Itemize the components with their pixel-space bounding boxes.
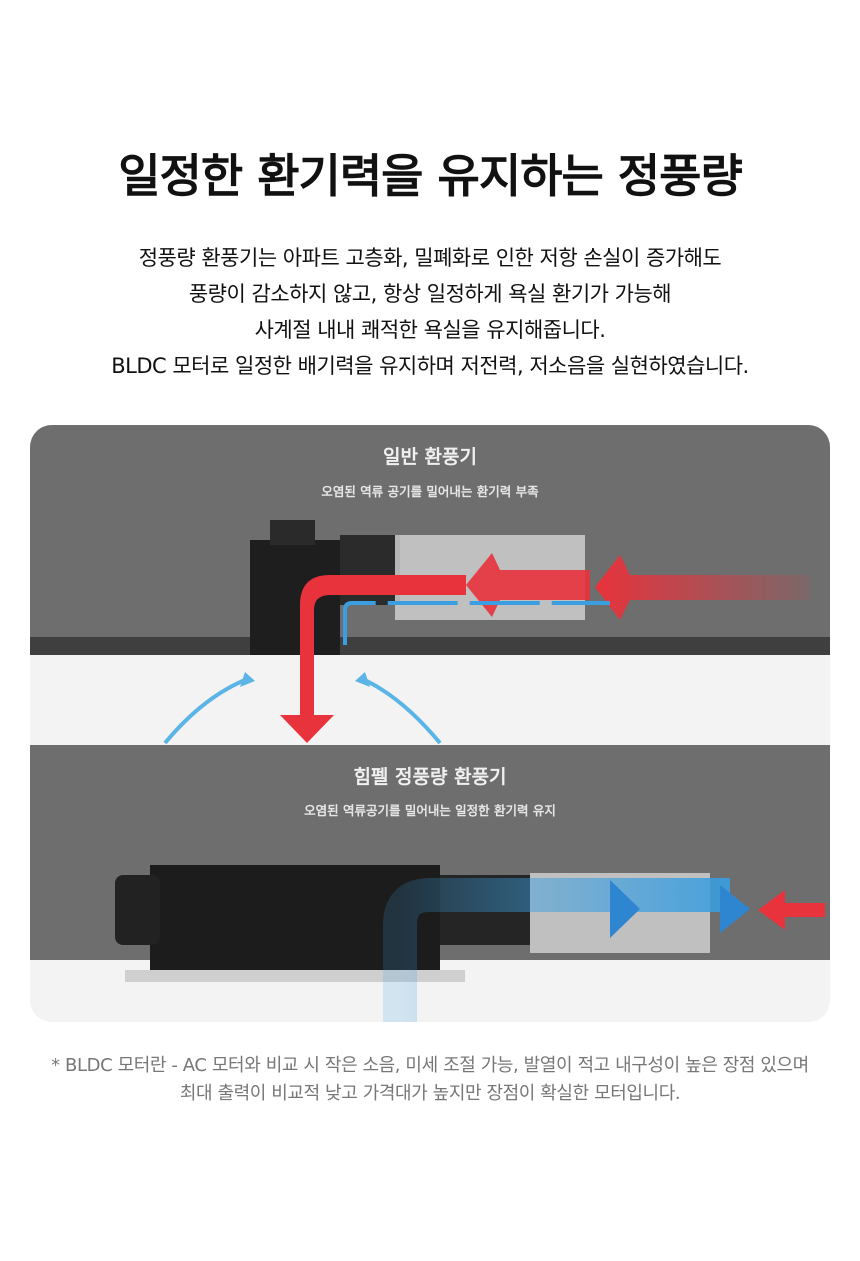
illustration-graphic — [30, 425, 830, 1022]
description-line: 풍량이 감소하지 않고, 항상 일정하게 욕실 환기가 가능해 — [188, 282, 672, 306]
grille — [125, 970, 465, 982]
red-arrow — [758, 890, 825, 930]
description: 정풍량 환풍기는 아파트 고층화, 밀폐화로 인한 저항 손실이 증가해도 풍량… — [0, 240, 860, 384]
bottom-caption: 오염된 역류공기를 밀어내는 일정한 환기력 유지 — [304, 803, 556, 818]
footnote-line: * BLDC 모터란 - AC 모터와 비교 시 작은 소음, 미세 조절 가능… — [51, 1055, 809, 1076]
top-heading: 일반 환풍기 — [382, 446, 477, 468]
top-caption: 오염된 역류 공기를 밀어내는 환기력 부족 — [321, 484, 539, 499]
description-line: BLDC 모터로 일정한 배기력을 유지하며 저전력, 저소음을 실현하였습니다… — [111, 354, 749, 378]
fan-unit-top — [250, 540, 340, 655]
blue-arrow — [163, 676, 251, 745]
bottom-heading: 힘펠 정풍량 환풍기 — [353, 766, 507, 788]
ceiling-top — [30, 637, 830, 655]
footnote-line: 최대 출력이 비교적 낮고 가격대가 높지만 장점이 확실한 모터입니다. — [179, 1083, 681, 1104]
description-line: 사계절 내내 쾌적한 욕실을 유지해줍니다. — [254, 318, 606, 342]
airflow-comparison-illustration: 일반 환풍기 오염된 역류 공기를 밀어내는 환기력 부족 힘펠 정풍량 환풍기… — [30, 425, 830, 1022]
footnote: * BLDC 모터란 - AC 모터와 비교 시 작은 소음, 미세 조절 가능… — [0, 1052, 860, 1108]
blue-arrow — [343, 601, 610, 645]
blue-arrow — [720, 885, 750, 933]
page-title: 일정한 환기력을 유지하는 정풍량 — [118, 149, 743, 203]
blue-flow — [383, 878, 730, 1022]
red-arrow-down — [280, 575, 466, 743]
red-arrow — [595, 555, 810, 620]
blue-arrow — [359, 676, 442, 745]
description-line: 정풍량 환풍기는 아파트 고층화, 밀폐화로 인한 저항 손실이 증가해도 — [138, 246, 722, 270]
blue-arrow — [610, 880, 640, 938]
